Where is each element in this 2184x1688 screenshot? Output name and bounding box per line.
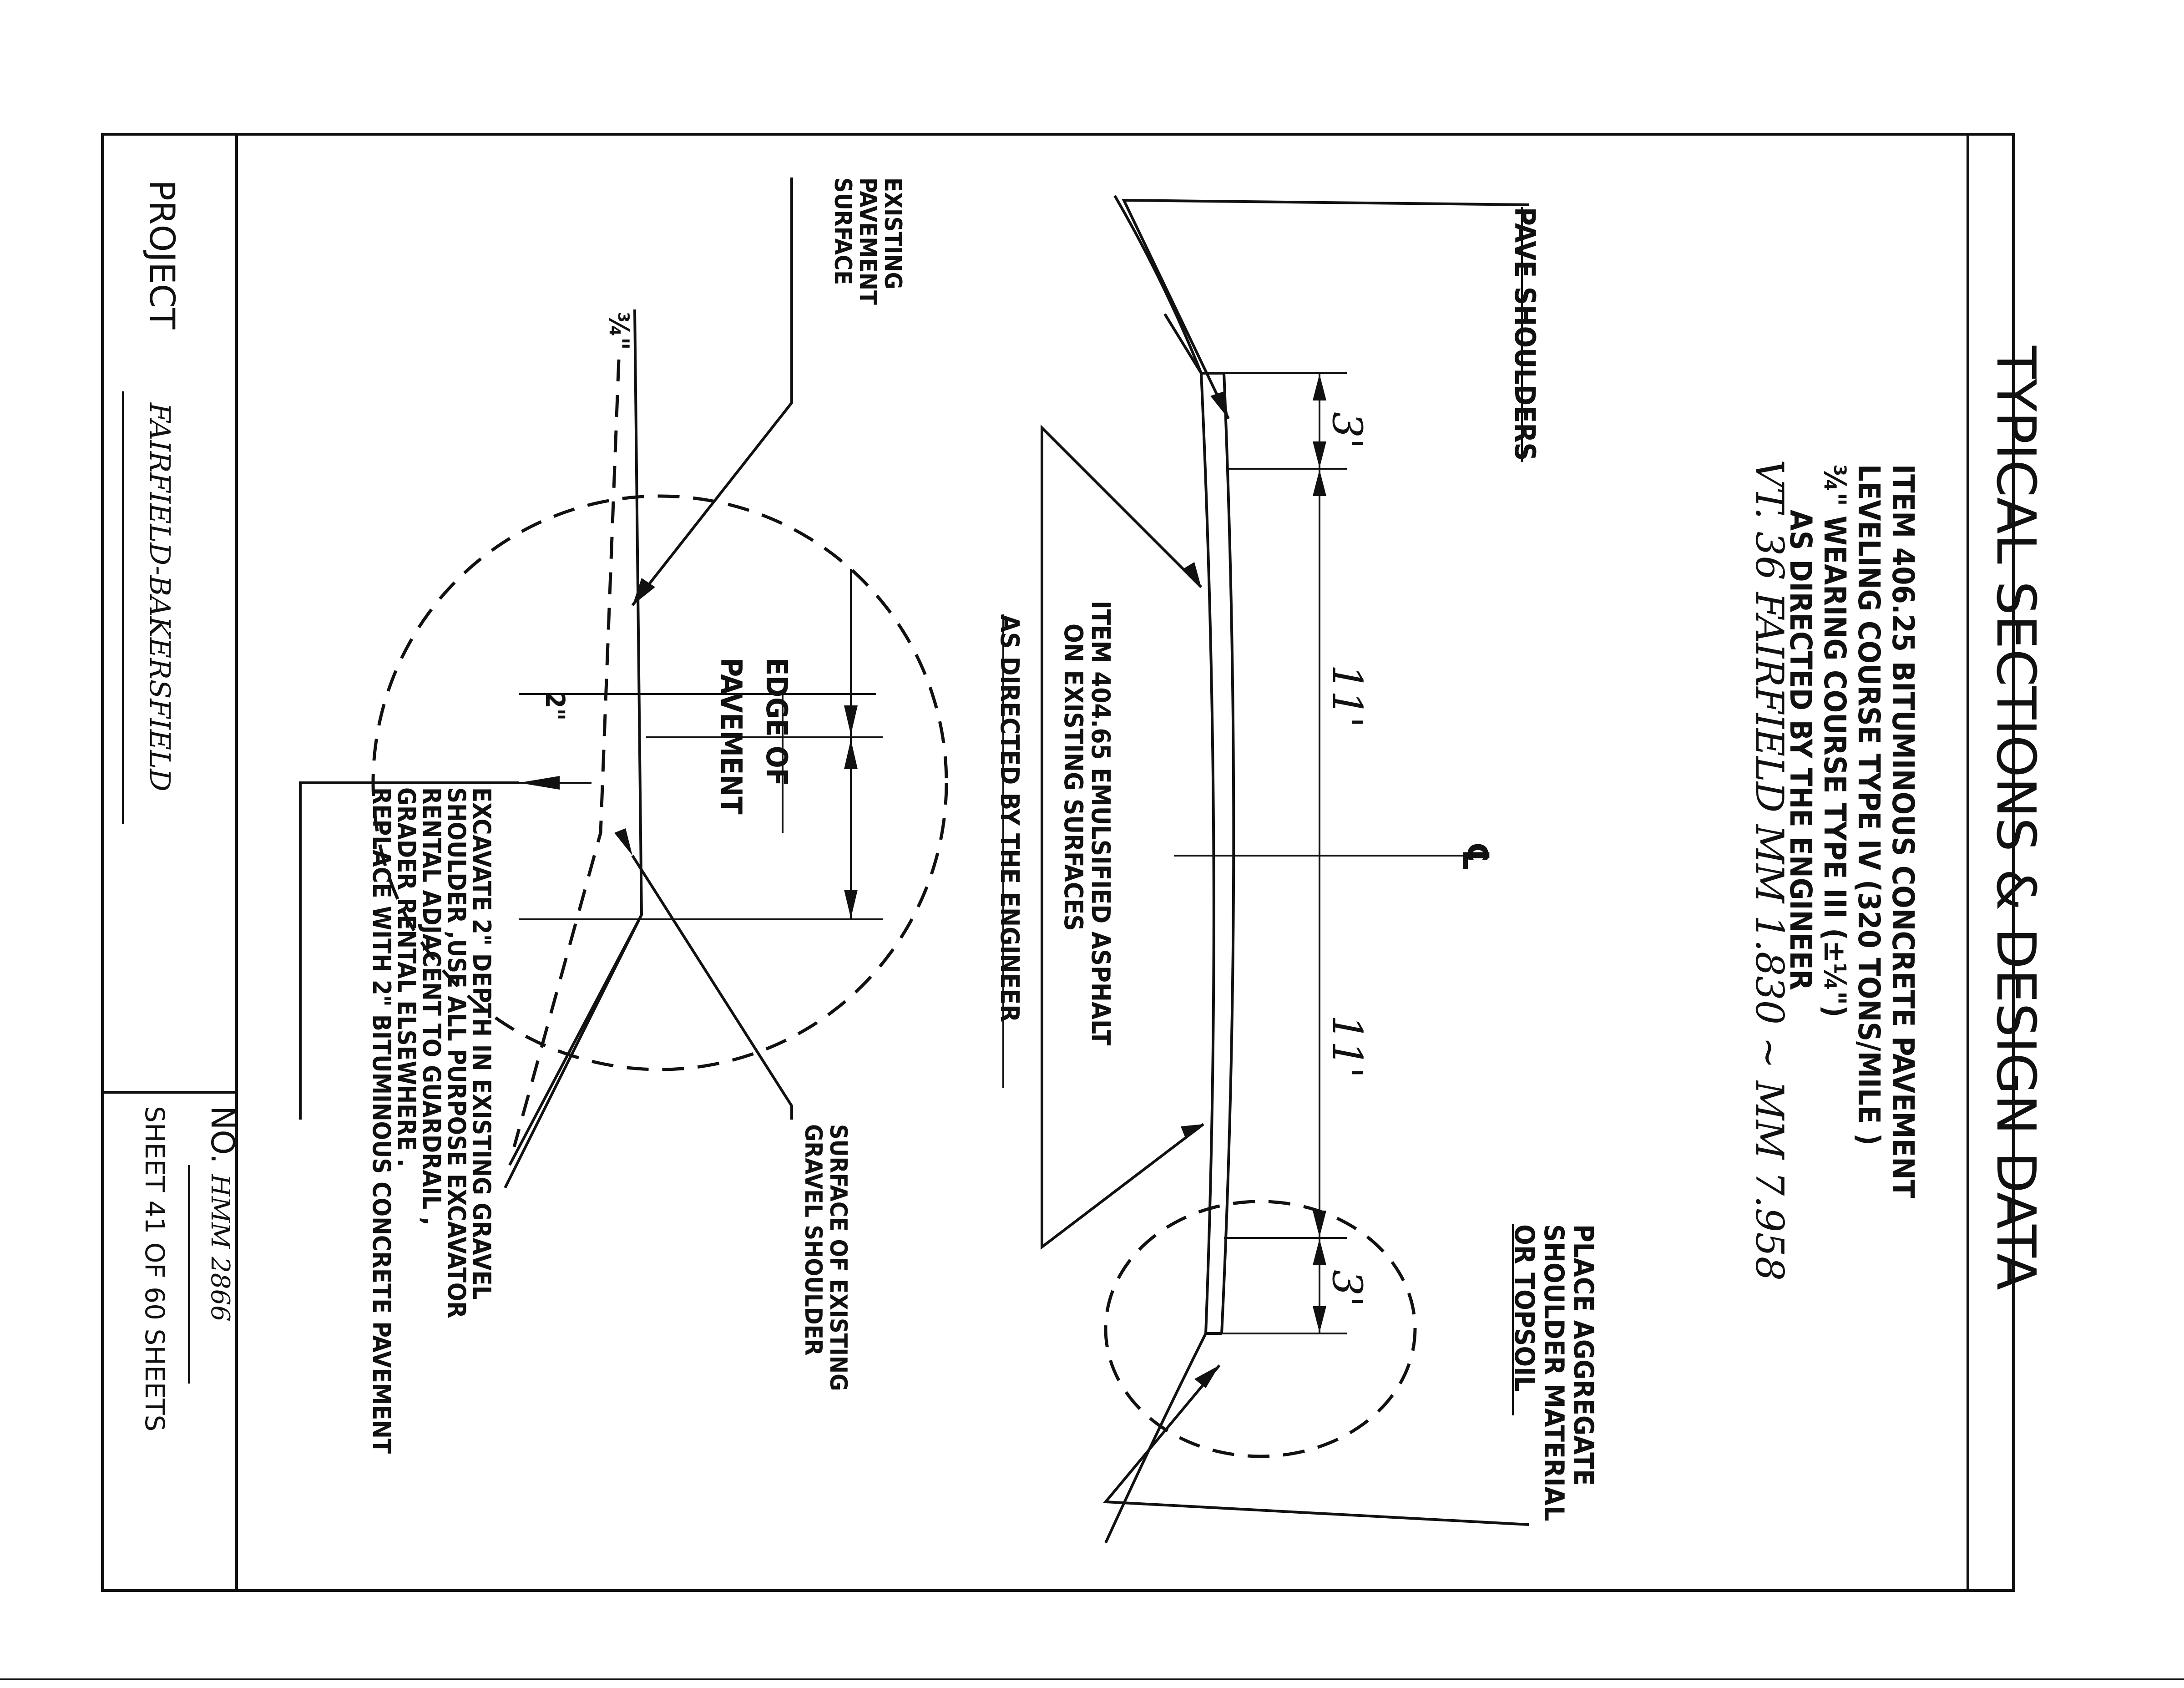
dim-arrow-1b — [1313, 441, 1326, 468]
left-shoulder-slope — [1113, 195, 1203, 374]
dim-11ft-right: 11' — [1323, 1015, 1371, 1078]
item-404-flag — [1041, 424, 1204, 1250]
place-aggregate-note: PLACE AGGREGATE SHOULDER MATERIAL OR TOP… — [1508, 1224, 1599, 1521]
dim-arrow-3b — [1313, 1211, 1326, 1237]
sheet-count: SHEET 41 OF 60 SHEETS — [139, 1106, 170, 1431]
excavate-line3: RENTAL ADJACENT TO GUARDRAIL , — [417, 787, 446, 1226]
detail-circle-small — [1104, 1200, 1417, 1458]
excavate-line1: EXCAVATE 2" DEPTH IN EXISTING GRAVEL — [467, 787, 496, 1300]
item-406-line1: ITEM 406.25 BITUMINOUS CONCRETE PAVEMENT — [1886, 464, 1921, 1198]
left-foreslope — [1163, 313, 1203, 374]
excavate-leader — [299, 781, 519, 1120]
item-406-line4: AS DIRECTED BY THE ENGINEER — [1783, 510, 1818, 990]
existing-pavement-note: EXISTING PAVEMENT SURFACE — [829, 177, 906, 305]
item-406-line3: ¾" WEARING COURSE TYPE III (±¼") — [1817, 464, 1852, 1018]
item-404-note: ITEM 404.65 EMULSIFIED ASPHALT ON EXISTI… — [995, 601, 1115, 1046]
edge-arrow-mid — [844, 740, 858, 769]
number-value: HMM 2866 — [205, 1174, 235, 1322]
excavate-line2: SHOULDER ,USE ALL PURPOSE EXCAVATOR — [442, 787, 471, 1318]
dim-3ft-left: 3' — [1323, 412, 1371, 449]
place-aggregate-arrowhead — [1194, 1365, 1219, 1388]
edge-of-pavement-line2: PAVEMENT — [714, 658, 748, 815]
dim-11ft-left: 11' — [1323, 664, 1371, 728]
surface-gravel-note: SURFACE OF EXISTING GRAVEL SHOULDER — [799, 1124, 852, 1391]
existing-pavement-line1: EXISTING — [879, 177, 906, 289]
edge-of-pavement-line1: EDGE OF — [759, 658, 793, 786]
item-406-line2: LEVELING COURSE TYPE IV (320 TONS/MILE ) — [1851, 464, 1886, 1146]
surface-gravel-line2: GRAVEL SHOULDER — [799, 1124, 827, 1356]
excavate-note: EXCAVATE 2" DEPTH IN EXISTING GRAVEL SHO… — [367, 787, 496, 1454]
place-aggregate-line2: SHOULDER MATERIAL — [1538, 1224, 1570, 1521]
dim-3ft-right: 3' — [1323, 1270, 1371, 1307]
item-404-arrow-left — [1183, 562, 1201, 587]
pave-shoulders-label: PAVE SHOULDERS — [1508, 207, 1542, 461]
project-name: FAIRFIELD-BAKERSFIELD — [143, 402, 177, 791]
pavement-surface-bottom — [1220, 373, 1235, 1334]
excavate-line4: GRADER RENTAL ELSEWHERE . — [392, 787, 421, 1167]
project-label: PROJECT — [142, 180, 182, 329]
number-label: NO. — [204, 1106, 241, 1164]
two-inch-label: 2" — [540, 692, 571, 721]
sheet-title: TYPICAL SECTIONS & DESIGN DATA — [1985, 345, 2048, 1290]
dim-arrow-2a — [1313, 470, 1326, 496]
place-aggregate-leader — [1102, 1364, 1529, 1526]
edge-arrow-bottom — [844, 890, 858, 918]
existing-pavement-line2: PAVEMENT — [854, 177, 881, 305]
detail-surface-top — [633, 309, 643, 915]
sheet-border — [101, 133, 2015, 1592]
place-aggregate-line1: PLACE AGGREGATE — [1567, 1224, 1599, 1486]
item-404-line2: ON EXISTING SURFACES — [1058, 623, 1088, 931]
pave-shoulders-leader — [1122, 198, 1529, 420]
dim-arrow-4b — [1313, 1306, 1326, 1333]
item-404-line1: ITEM 404.65 EMULSIFIED ASPHALT — [1086, 601, 1115, 1046]
pavement-surface-top — [1200, 373, 1215, 1334]
surface-gravel-leader — [631, 855, 793, 1120]
item-404-arrow-right — [1181, 1124, 1203, 1138]
lower-arrowhead — [614, 828, 632, 856]
excavate-line5: REPLACE WITH 2" BITUMINOUS CONCRETE PAVE… — [367, 787, 396, 1454]
edge-of-pavement-label: EDGE OF PAVEMENT — [714, 658, 793, 815]
edge-arrow-top — [844, 705, 858, 735]
centerline-symbol: ℄ — [1454, 842, 1496, 872]
detail-slope-long — [508, 914, 643, 1166]
detail-surface-dashed — [512, 359, 621, 1147]
surface-gravel-line1: SURFACE OF EXISTING — [824, 1124, 852, 1391]
dim-arrow-1a — [1313, 374, 1326, 400]
item-404-line3: AS DIRECTED BY THE ENGINEER — [995, 614, 1024, 1022]
route-handwritten: VT. 36 FAIRFIELD MM 1.830 ~ MM 7.958 — [1747, 460, 1792, 1281]
dim-arrow-4a — [1313, 1239, 1326, 1265]
existing-pavement-line3: SURFACE — [829, 177, 856, 285]
existing-pavement-leader — [631, 177, 793, 606]
thickness-three-quarter: ¾" — [603, 312, 635, 350]
item-406-note: ITEM 406.25 BITUMINOUS CONCRETE PAVEMENT… — [1783, 464, 1921, 1198]
right-foreslope — [1104, 1333, 1207, 1544]
